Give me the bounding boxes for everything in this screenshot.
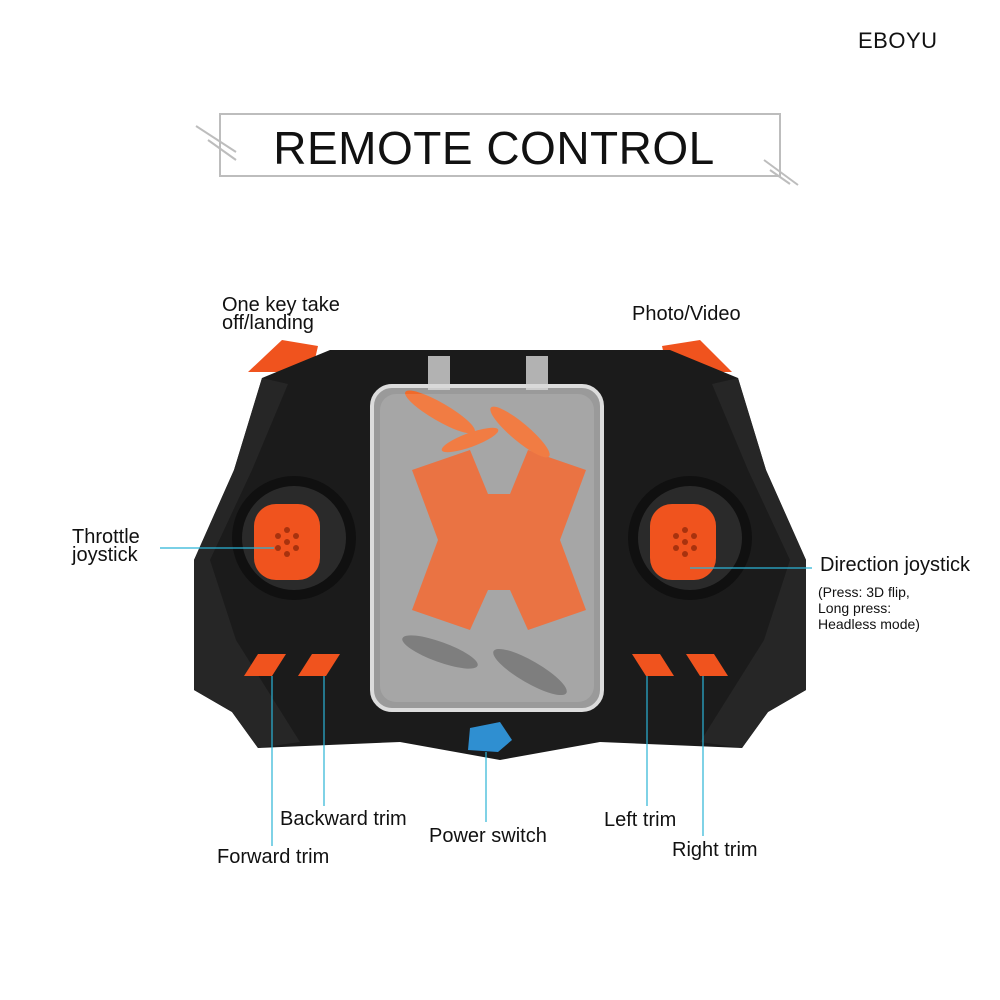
stored-drone-body — [412, 450, 586, 630]
backward-trim-label: Backward trim — [280, 808, 407, 830]
forward-trim-label: Forward trim — [217, 846, 330, 868]
forward-trim-button — [244, 654, 286, 676]
throttle-label-line2: joystick — [72, 544, 138, 566]
stored-drone-propellers — [405, 390, 550, 458]
right-trim-label: Right trim — [672, 839, 758, 861]
power-switch-label: Power switch — [429, 825, 547, 847]
direction-note-3: Headless mode) — [818, 616, 920, 632]
direction-joystick-grip — [673, 527, 697, 557]
direction-joystick-label: Direction joystick — [820, 554, 971, 576]
direction-note-2: Long press: — [818, 600, 892, 616]
page-title: REMOTE CONTROL — [273, 122, 715, 174]
takeoff-label-line2: off/landing — [222, 312, 314, 334]
left-trim-button — [632, 654, 674, 676]
backward-trim-button — [298, 654, 340, 676]
left-trim-label: Left trim — [604, 809, 677, 831]
stored-drone-dark-propellers — [402, 635, 567, 696]
brand-logo: EBOYU — [858, 28, 938, 53]
title-decoration — [195, 125, 799, 186]
body-facet-left — [194, 378, 300, 748]
power-switch-button — [468, 722, 512, 752]
throttle-joystick-grip — [275, 527, 299, 557]
leader-lines — [160, 547, 812, 846]
right-trim-button — [686, 654, 728, 676]
title-frame — [219, 113, 781, 177]
body-facet-right — [700, 378, 806, 748]
direction-note-1: (Press: 3D flip, — [818, 584, 910, 600]
throttle-label-line1: Throttle — [72, 526, 140, 548]
photo-video-label: Photo/Video — [632, 303, 741, 325]
takeoff-label-line1: One key take — [222, 294, 340, 316]
